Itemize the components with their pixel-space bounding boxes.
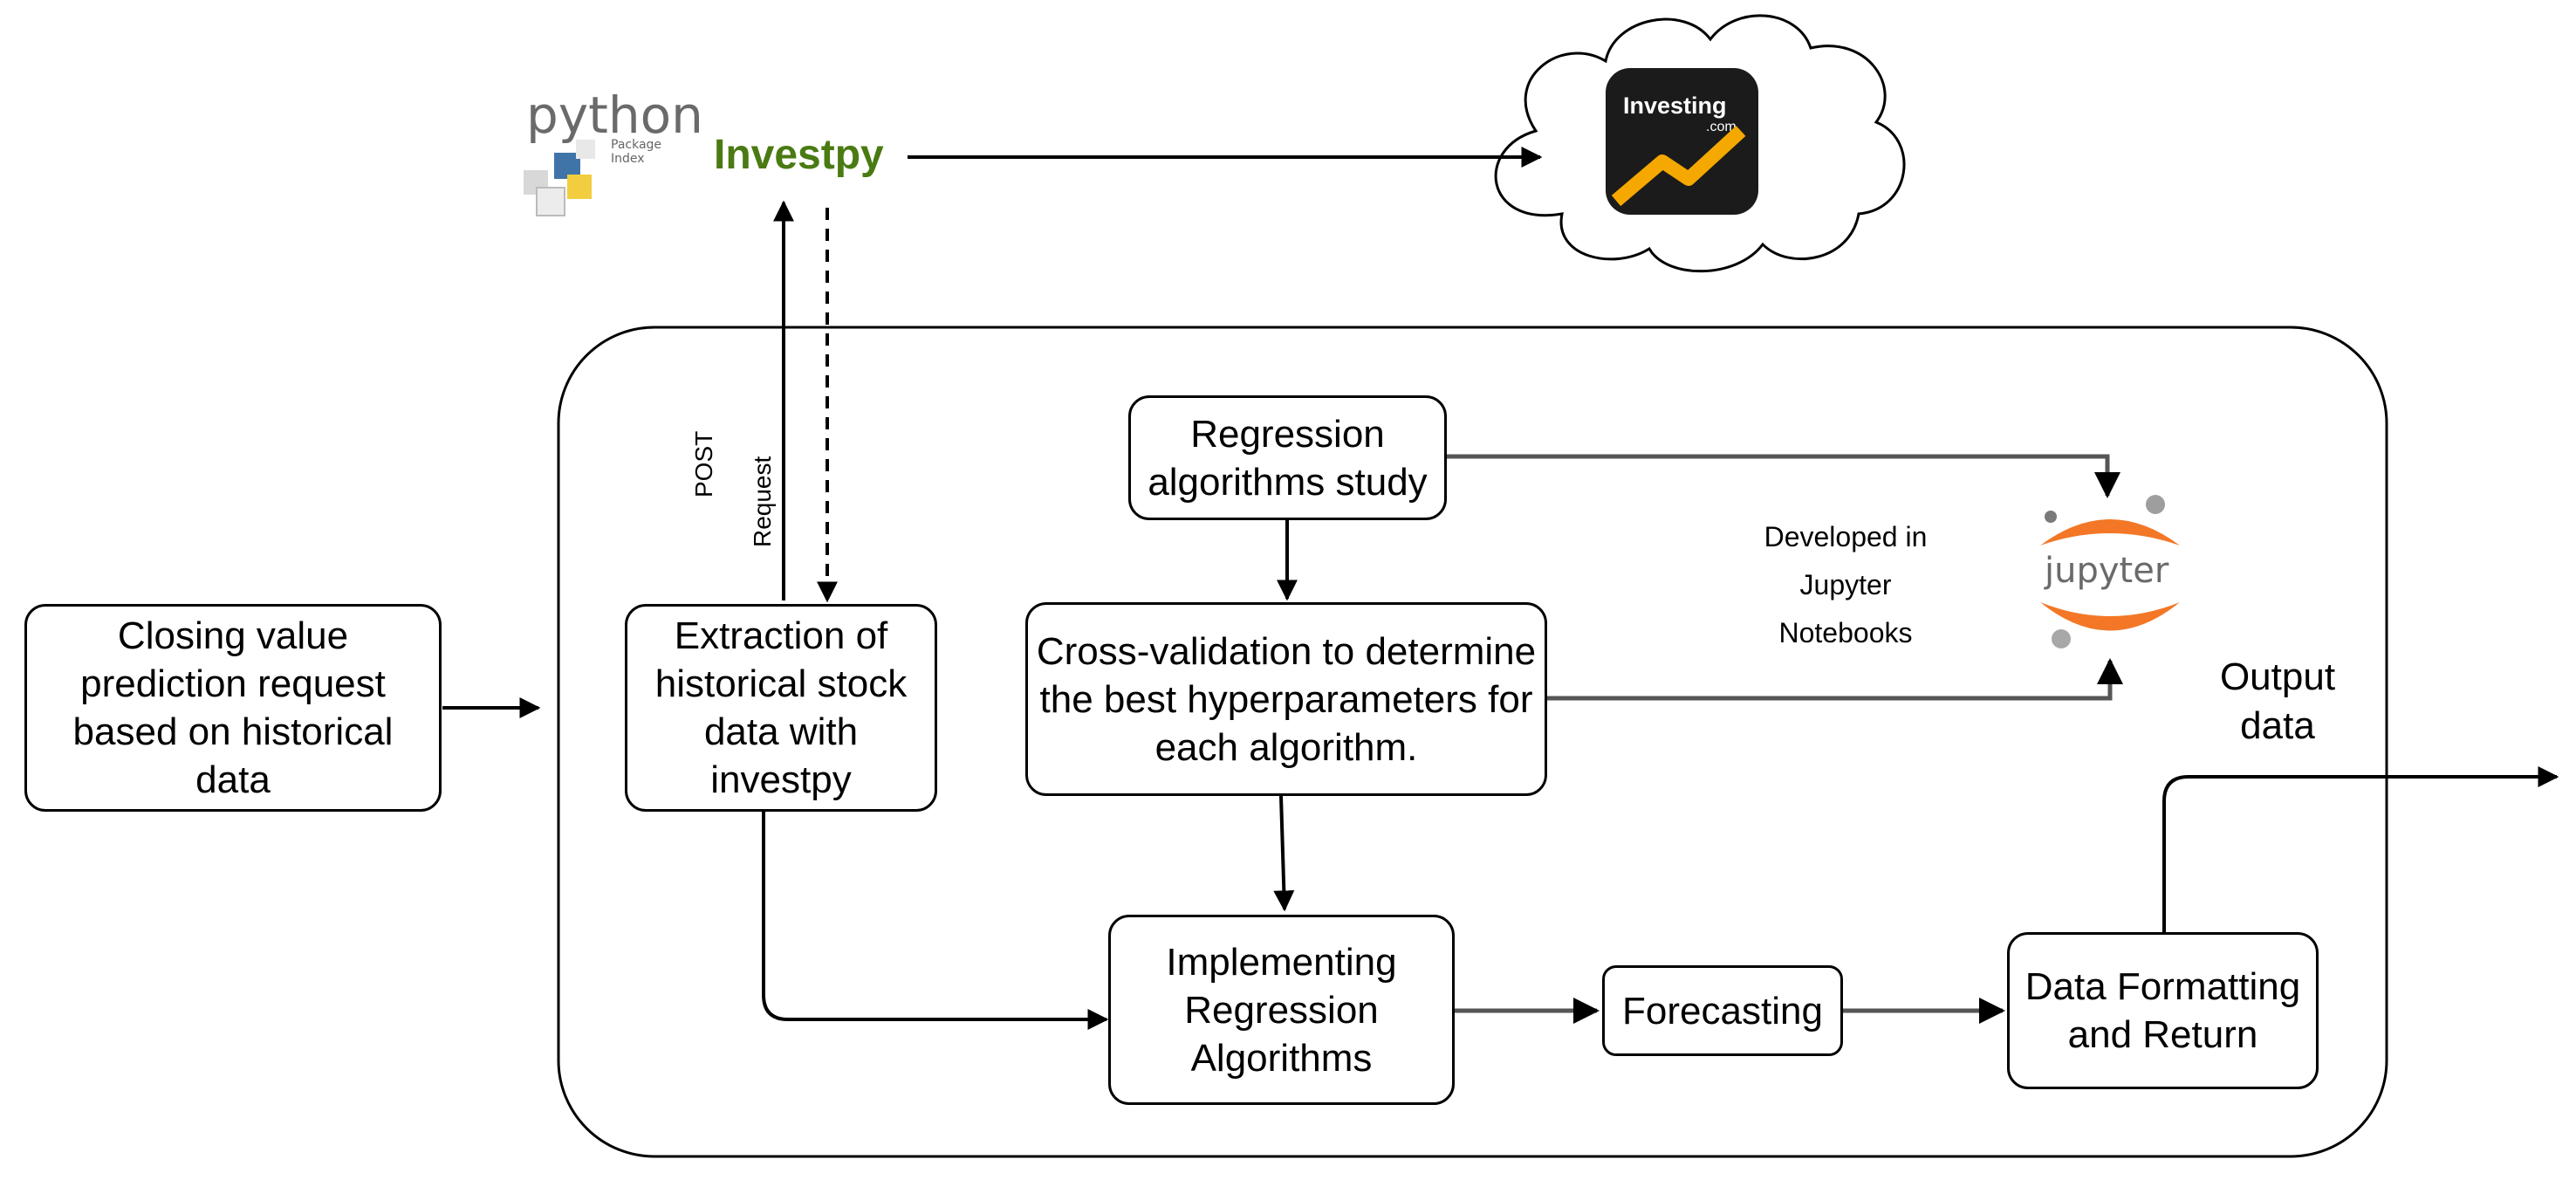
- pypi-cubes-icon: [524, 140, 595, 216]
- pypi-subtitle-line2: Index: [611, 152, 645, 166]
- developed-in-line2: Jupyter: [1799, 569, 1892, 600]
- investpy-label: Investpy: [714, 132, 884, 178]
- developed-in-line1: Developed in: [1764, 521, 1928, 552]
- investing-wordmark: Investing: [1623, 93, 1727, 119]
- investing-logo: Investing .com: [1606, 68, 1758, 215]
- system-container: [557, 326, 2388, 1158]
- pypi-wordmark: python: [526, 86, 703, 145]
- box-regression-study: Regression algorithms study: [1128, 395, 1447, 520]
- request-label: Request: [749, 456, 776, 547]
- developed-in-label: Developed in Jupyter Notebooks: [1719, 513, 1972, 657]
- box-implementing: Implementing Regression Algorithms: [1108, 915, 1455, 1105]
- output-data-line2: data: [2240, 704, 2315, 747]
- jupyter-arc-bottom: [2040, 602, 2180, 631]
- investing-chart-icon: [1611, 126, 1746, 207]
- jupyter-logo: jupyter: [2040, 495, 2180, 648]
- jupyter-moon-2: [2045, 511, 2057, 523]
- box-data-formatting: Data Formatting and Return: [2007, 932, 2319, 1089]
- box-cross-validation: Cross-validation to determine the best h…: [1025, 602, 1547, 796]
- box-extraction: Extraction of historical stock data with…: [625, 604, 937, 812]
- pypi-subtitle-line1: Package: [611, 138, 661, 152]
- jupyter-moon-1: [2146, 495, 2165, 514]
- output-data-label: Output data: [2199, 653, 2356, 751]
- arrow-output-data: [2162, 766, 2559, 934]
- post-label: POST: [690, 430, 717, 497]
- developed-in-line3: Notebooks: [1778, 617, 1913, 648]
- arrow-crossval-to-implementing: [1273, 795, 1295, 912]
- jupyter-arc-top: [2040, 519, 2180, 545]
- investing-suffix: .com: [1706, 120, 1737, 134]
- box-forecasting: Forecasting: [1602, 965, 1843, 1056]
- jupyter-moon-3: [2052, 629, 2071, 648]
- jupyter-wordmark: jupyter: [2044, 551, 2169, 591]
- output-data-line1: Output: [2219, 655, 2336, 698]
- arrow-crossval-to-jupyter: [1547, 658, 2123, 701]
- pypi-logo: python Package Index: [524, 86, 703, 216]
- arrow-extraction-to-implementing: [762, 810, 1109, 1030]
- box-prediction-request: Closing value prediction request based o…: [24, 604, 442, 812]
- arrow-study-to-jupyter: [1447, 454, 2120, 498]
